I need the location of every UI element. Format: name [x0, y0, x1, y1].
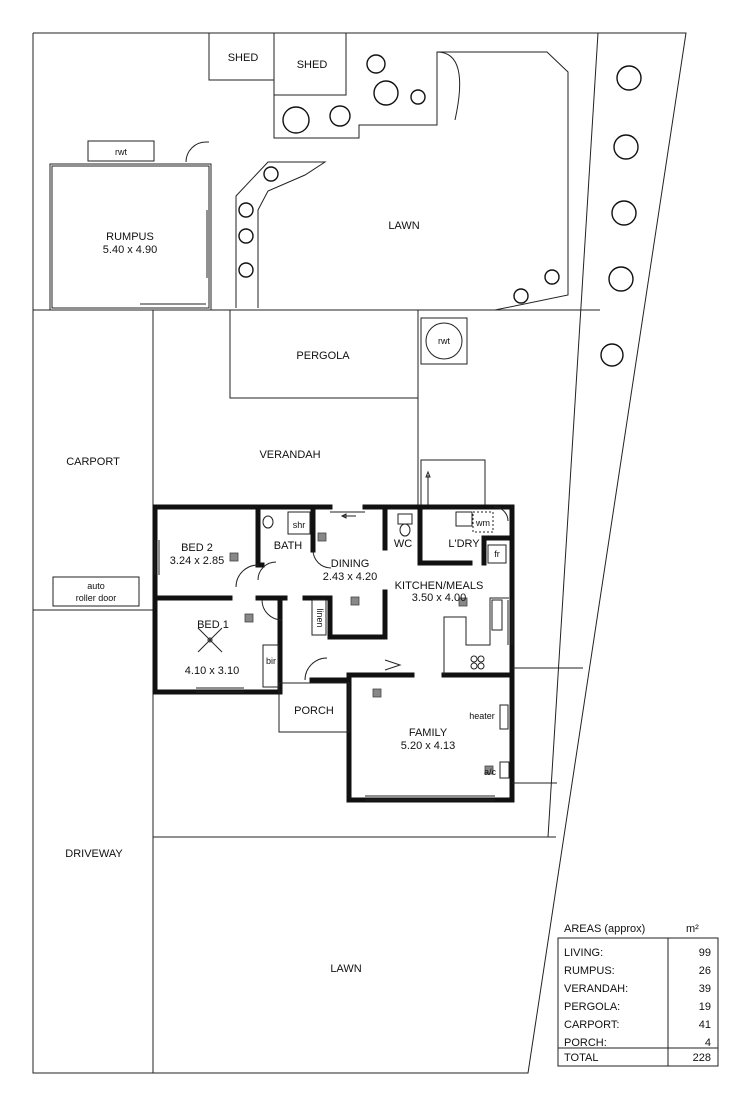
- kitchen-dims: 3.50 x 4.00: [412, 592, 466, 604]
- wc-label: WC: [394, 538, 412, 550]
- area-row-value: 39: [699, 983, 711, 995]
- rwt-top-box: [87, 140, 155, 162]
- ac-label: a/c: [484, 767, 497, 777]
- rumpus-name: RUMPUS: [106, 231, 154, 243]
- rumpus-room: [51, 165, 210, 309]
- heater-label: heater: [469, 711, 495, 721]
- areas-total-value: 228: [693, 1052, 711, 1064]
- area-row-label: LIVING:: [564, 947, 603, 959]
- areas-total-label: TOTAL: [564, 1052, 598, 1064]
- shed-2: [273, 32, 347, 96]
- shr-label: shr: [293, 520, 306, 530]
- area-row-label: RUMPUS:: [564, 965, 615, 977]
- area-row-label: PERGOLA:: [564, 1001, 620, 1013]
- dining-dims: 2.43 x 4.20: [323, 571, 377, 583]
- areas-title: AREAS (approx): [564, 923, 645, 935]
- area-row-value: 41: [699, 1019, 711, 1031]
- room-markers: [229, 532, 494, 775]
- bed2-name: BED 2: [181, 542, 213, 554]
- area-row-label: CARPORT:: [564, 1019, 619, 1031]
- areas-unit: m²: [686, 923, 699, 935]
- bed2-dims: 3.24 x 2.85: [170, 555, 224, 567]
- family-dims: 5.20 x 4.13: [401, 740, 455, 752]
- shed-1-label: SHED: [228, 52, 259, 64]
- rumpus-dims: 5.40 x 4.90: [103, 244, 157, 256]
- ldry-label: L'DRY: [448, 538, 480, 550]
- garden-path: [235, 161, 327, 308]
- dining-name: DINING: [331, 558, 370, 570]
- rwt-tank-box: [420, 317, 468, 365]
- bed1-name: BED 1: [197, 619, 229, 631]
- area-row-value: 99: [699, 947, 711, 959]
- carport-label: CARPORT: [66, 456, 120, 468]
- rwt-top-label: rwt: [115, 147, 127, 157]
- kitchen-name: KITCHEN/MEALS: [395, 580, 484, 592]
- wm-label: wm: [475, 518, 490, 528]
- verandah-label: VERANDAH: [259, 449, 320, 461]
- area-row-label: VERANDAH:: [564, 983, 628, 995]
- auto-door-label-1: auto: [87, 581, 105, 591]
- bath-label: BATH: [274, 540, 303, 552]
- area-row-label: PORCH:: [564, 1037, 607, 1049]
- rwt-tank-label: rwt: [438, 336, 450, 346]
- bed1-dims: 4.10 x 3.10: [185, 665, 239, 677]
- shed-2-label: SHED: [297, 59, 328, 71]
- porch: [278, 682, 350, 733]
- tree-icons: [238, 54, 642, 367]
- area-row-value: 4: [705, 1037, 711, 1049]
- driveway-label: DRIVEWAY: [65, 848, 123, 860]
- pergola-label: PERGOLA: [296, 350, 350, 362]
- lawn-back-label: LAWN: [388, 220, 419, 232]
- area-row-value: 26: [699, 965, 711, 977]
- linen-label: linen: [315, 608, 325, 627]
- auto-door-label-2: roller door: [76, 593, 117, 603]
- porch-label: PORCH: [294, 705, 334, 717]
- fr-label: fr: [494, 549, 500, 559]
- site-boundary: [32, 32, 687, 1074]
- bir-label: bir: [266, 656, 276, 666]
- area-row-value: 19: [699, 1001, 711, 1013]
- auto-roller-door[interactable]: [52, 576, 140, 607]
- garden-bed-back: [273, 51, 569, 311]
- family-name: FAMILY: [409, 727, 448, 739]
- lawn-front-label: LAWN: [330, 963, 361, 975]
